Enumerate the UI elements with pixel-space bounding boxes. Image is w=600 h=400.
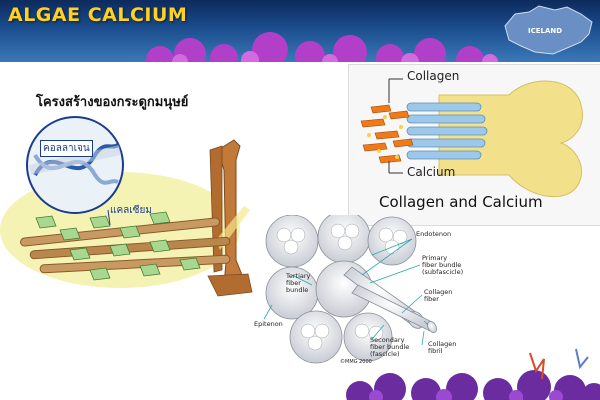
iceland-badge: ICELAND (528, 27, 563, 35)
collagen-calcium-diagram (360, 78, 583, 198)
dna-helix-icon (28, 143, 122, 185)
coral-reef-icon (146, 32, 498, 62)
magnifier-icon (26, 116, 124, 214)
app-title: ALGAE CALCIUM (8, 4, 188, 26)
collagen-calcium-title: Collagen and Calcium (379, 193, 543, 211)
calcium-label: Calcium (407, 165, 456, 179)
epitenon-label: Epitenon (254, 320, 283, 328)
endotenon-label: Endotenon (416, 230, 452, 238)
bone-structure-heading: โครงสร้างของกระดูกมนุษย์ (36, 95, 189, 110)
header-banner: ALGAE CALCIUM ICELAND (0, 0, 600, 62)
fiber-bundle-panel: Endotenon Tertiary fiber bundle Primary … (252, 215, 464, 367)
coral-reef-icon (346, 348, 600, 400)
secondary-bundle-label: Secondary fiber bundle (fascicle) (370, 336, 410, 358)
fiber-bundle-diagram (263, 215, 437, 364)
collagen-fiber-label: Collagen fiber (424, 288, 453, 303)
credit-label: ©MMG 2000 (340, 359, 372, 365)
collagen-label-th: คอลลาเจน (40, 140, 93, 157)
collagen-label: Collagen (407, 69, 460, 83)
tertiary-bundle-label: Tertiary fiber bundle (286, 272, 311, 294)
primary-bundle-label: Primary fiber bundle (subfascicle) (422, 254, 464, 276)
calcium-label-th: แคลเซียม (110, 205, 152, 216)
collagen-fibril-label: Collagen fibril (428, 340, 457, 355)
iceland-map-icon (504, 5, 593, 55)
collagen-calcium-panel: Collagen Calcium Collagen and Calcium (348, 64, 600, 226)
